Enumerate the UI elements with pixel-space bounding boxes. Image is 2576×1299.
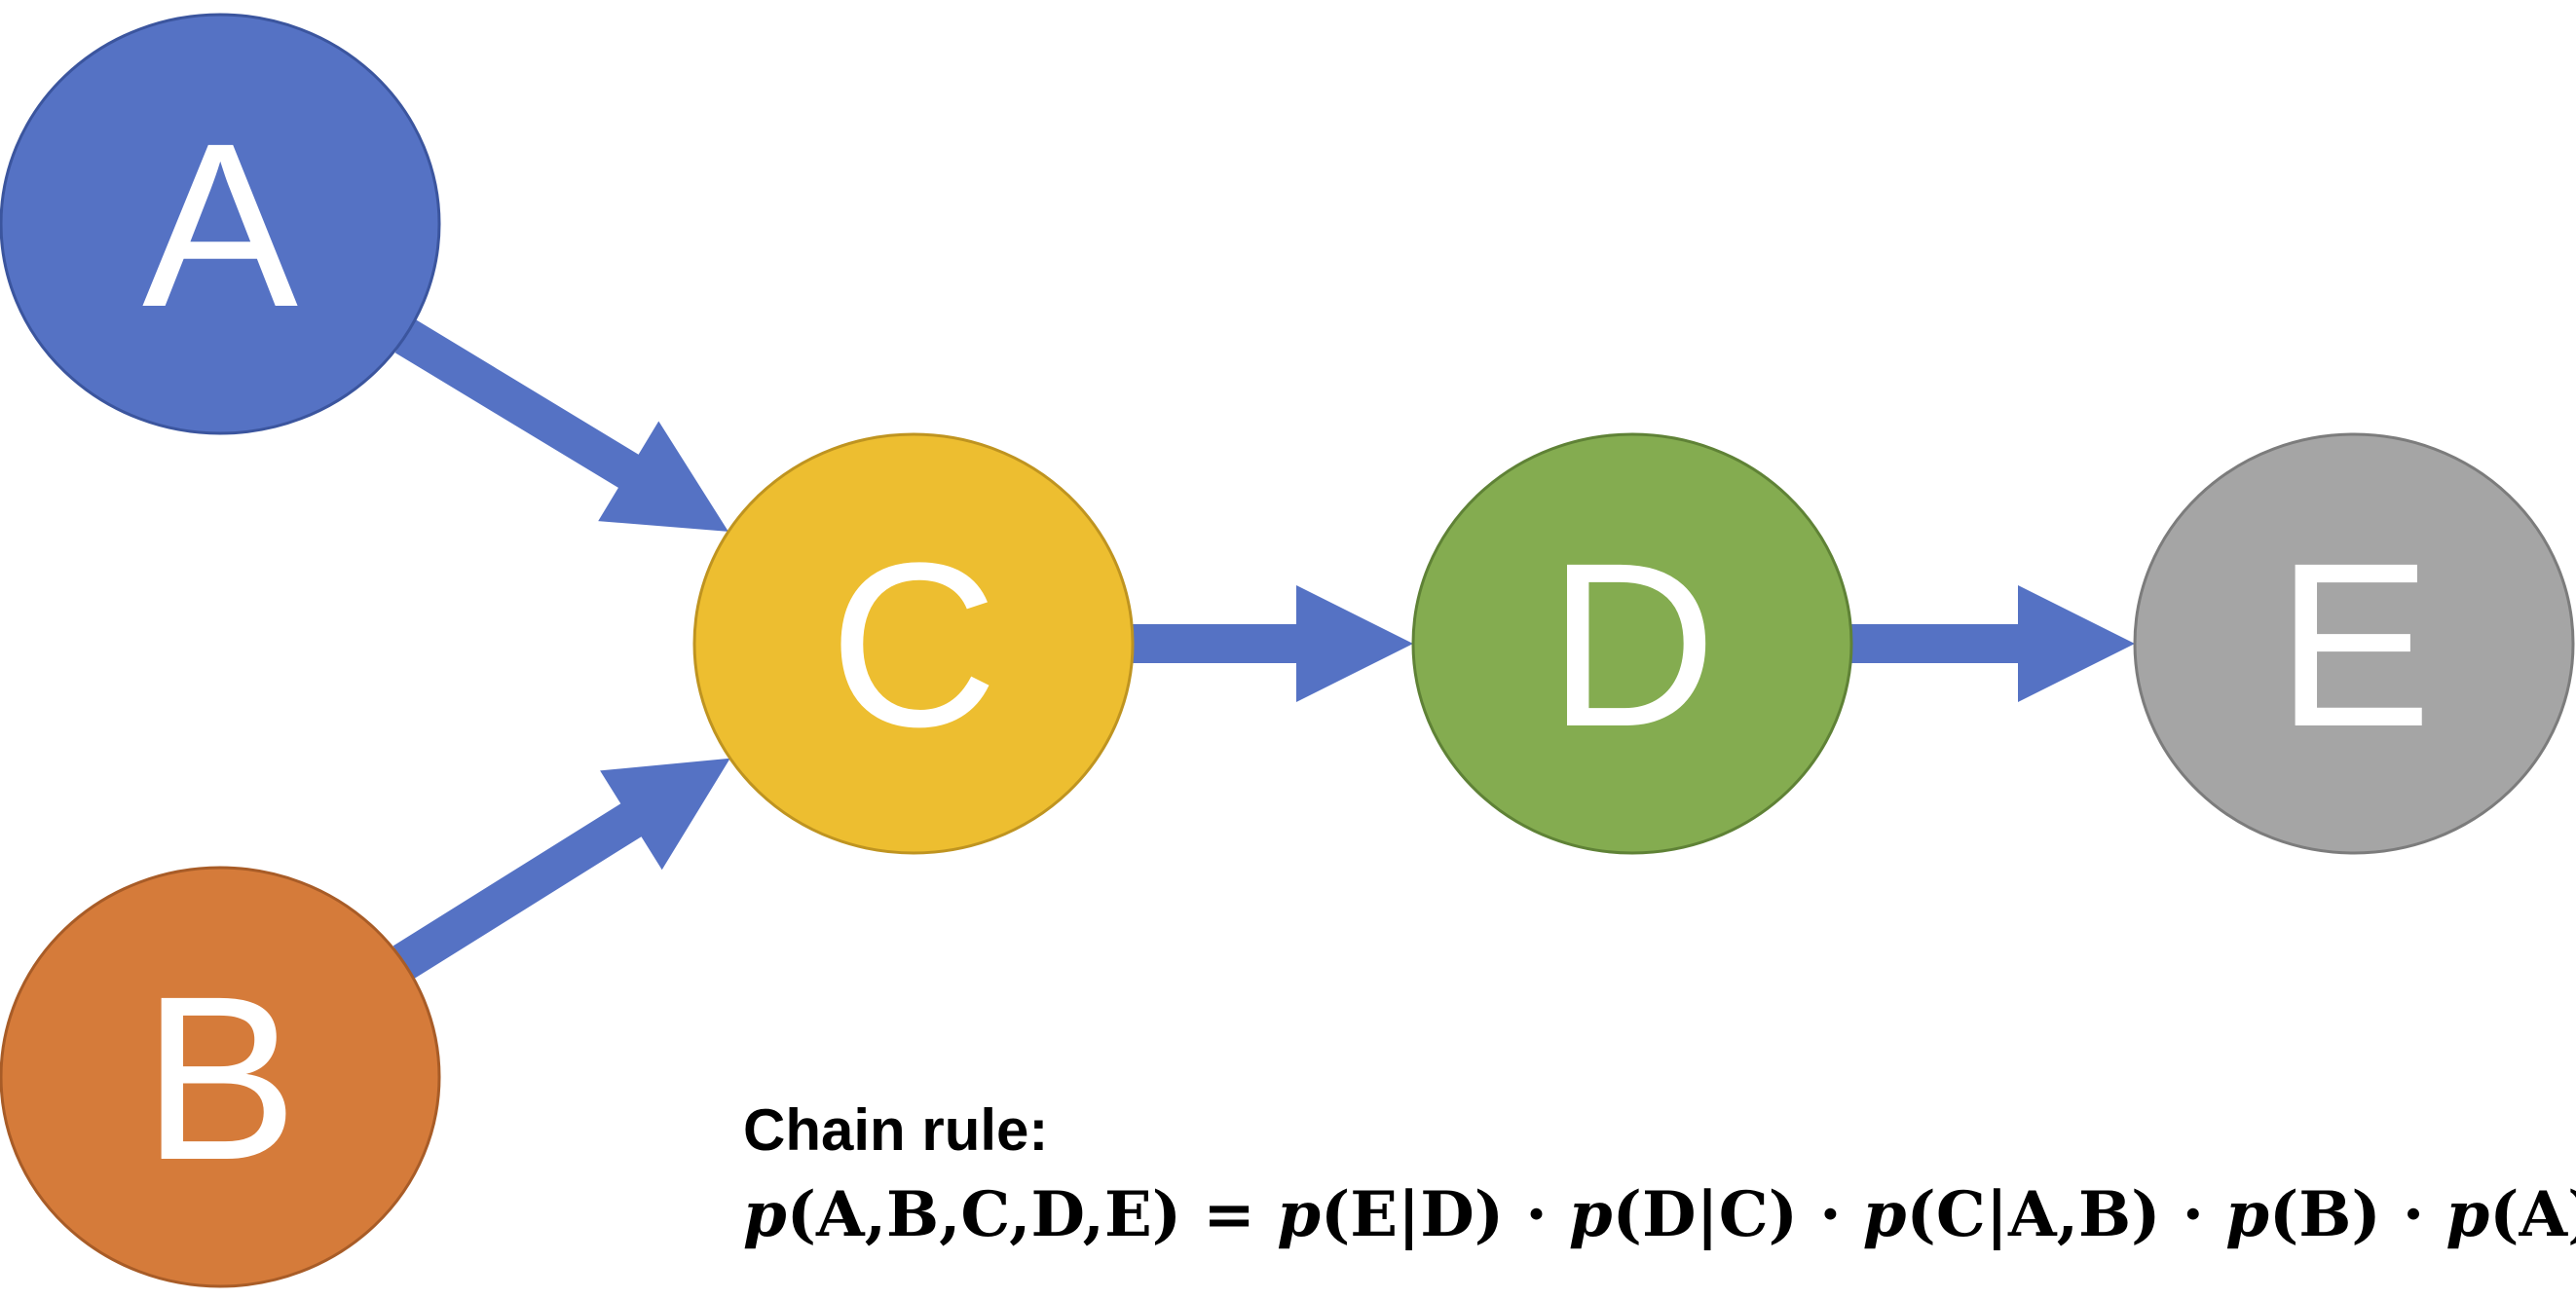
- multiply-dot: ·: [2160, 1178, 2226, 1251]
- formula-factor: p(C|A,B): [1862, 1178, 2161, 1251]
- probability-symbol: p: [1568, 1178, 1613, 1251]
- formula-factor: p(B): [2225, 1178, 2381, 1251]
- probability-symbol: p: [743, 1178, 787, 1251]
- multiply-dot: ·: [2380, 1178, 2446, 1251]
- node-c-label: C: [829, 514, 997, 775]
- edge-arrow-c-d: [1133, 585, 1413, 702]
- probability-symbol: p: [1277, 1178, 1321, 1251]
- node-b-circle: [0, 866, 441, 1288]
- node-a: A: [0, 13, 441, 435]
- node-e-label: E: [2276, 514, 2432, 775]
- formula-lhs: p(A,B,C,D,E): [743, 1178, 1181, 1251]
- node-d: D: [1411, 432, 1853, 855]
- node-c-circle: [692, 432, 1135, 855]
- multiply-dot: ·: [1504, 1178, 1569, 1251]
- node-b: B: [0, 866, 441, 1288]
- probability-symbol: p: [2225, 1178, 2269, 1251]
- edge-arrow-b-c: [392, 758, 730, 980]
- node-d-circle: [1411, 432, 1853, 855]
- node-b-label: B: [142, 947, 298, 1208]
- probability-symbol: p: [2445, 1178, 2490, 1251]
- node-e: E: [2133, 432, 2575, 855]
- node-e-circle: [2133, 432, 2575, 855]
- formula-factor: p(A): [2445, 1178, 2576, 1251]
- edge-arrow-a-c: [394, 318, 728, 532]
- node-d-label: D: [1548, 514, 1716, 775]
- nodes: A B C D E: [0, 13, 2575, 1288]
- caption-title: Chain rule:: [743, 1097, 1049, 1163]
- chain-rule-caption: Chain rule: p(A,B,C,D,E) = p(E|D) · p(D|…: [743, 1095, 2576, 1259]
- probability-symbol: p: [1862, 1178, 1907, 1251]
- node-a-circle: [0, 13, 441, 435]
- edge-arrow-d-e: [1851, 585, 2135, 702]
- node-c: C: [692, 432, 1135, 855]
- node-a-label: A: [142, 94, 298, 355]
- chain-rule-formula: p(A,B,C,D,E) = p(E|D) · p(D|C) · p(C|A,B…: [743, 1171, 2576, 1259]
- equals-sign: =: [1181, 1178, 1278, 1251]
- formula-factor: p(E|D): [1277, 1178, 1505, 1251]
- multiply-dot: ·: [1797, 1178, 1863, 1251]
- edges: [392, 318, 2135, 980]
- formula-factor: p(D|C): [1568, 1178, 1798, 1251]
